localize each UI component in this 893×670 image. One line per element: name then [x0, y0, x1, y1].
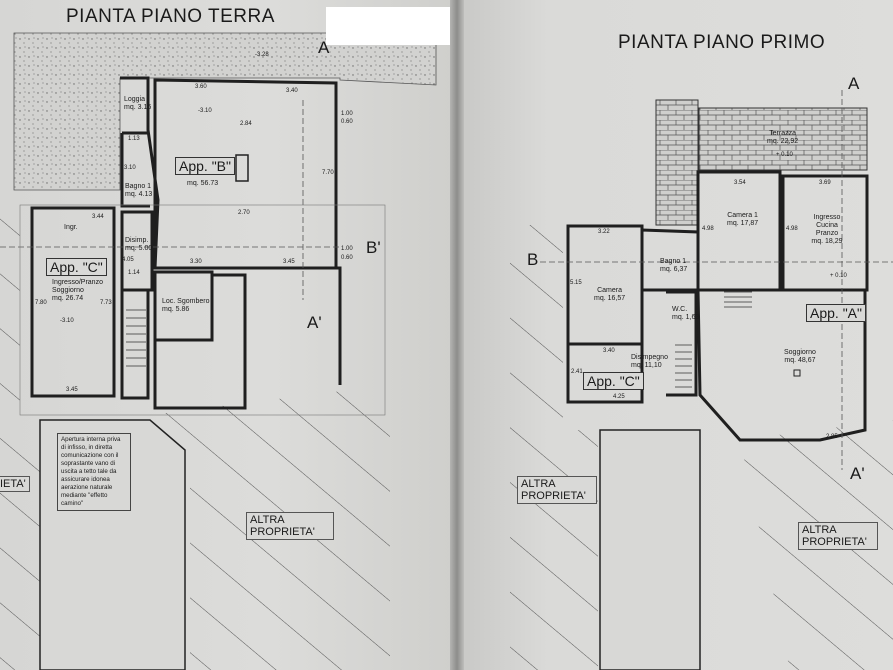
dimension: 7.70	[322, 170, 334, 176]
level-label: -3.28	[255, 52, 269, 58]
level-label: -3.10	[60, 318, 74, 324]
other-property-label: ALTRA PROPRIETA'	[246, 512, 334, 540]
other-property-label-2: ALTRA PROPRIETA'	[798, 522, 878, 550]
dimension: 2.85	[826, 434, 838, 440]
section-mark-a-prime: A'	[850, 464, 865, 483]
section-mark-a: A	[848, 74, 860, 93]
section-mark-b-prime: B'	[366, 238, 381, 257]
redaction-box	[326, 7, 450, 45]
apartment-c-label: App. "C"	[46, 258, 107, 276]
terrace-paving	[698, 107, 868, 171]
apartment-c-label: App. "C"	[583, 372, 644, 390]
section-mark-a: A	[318, 38, 330, 57]
dimension: 7.73	[100, 300, 112, 306]
dimension: 4.05	[122, 257, 134, 263]
level-label: + 0.10	[830, 273, 847, 279]
dimension: 3.45	[66, 387, 78, 393]
section-mark-b: B	[527, 250, 539, 269]
apartment-b-label: App. "B"	[175, 157, 235, 175]
dimension: 4.98	[702, 226, 714, 232]
dimension: 3.44	[92, 214, 104, 220]
dimension: 2.70	[238, 210, 250, 216]
dimension: 1.00	[341, 111, 353, 117]
room-wc: W.C.mq. 1,63	[672, 306, 700, 321]
page-fold	[450, 0, 464, 670]
level-label: -3.10	[198, 108, 212, 114]
dimension: 3.54	[734, 180, 746, 186]
dimension: 3.30	[190, 259, 202, 265]
ventilation-note: Apertura interna priva di infisso, in di…	[57, 433, 131, 511]
other-property-hatch-left	[0, 210, 40, 670]
dimension: 3.60	[195, 84, 207, 90]
apartment-a-label: App. "A"	[806, 304, 866, 322]
dimension: 3.40	[286, 88, 298, 94]
dimension: 1.14	[128, 270, 140, 276]
dimension: 0.60	[341, 119, 353, 125]
dimension: 1.00	[341, 246, 353, 252]
first-floor-title: PIANTA PIANO PRIMO	[618, 32, 826, 53]
other-property-label-1: ALTRA PROPRIETA'	[517, 476, 597, 504]
dimension: 4.25	[613, 394, 625, 400]
dimension: 3.45	[283, 259, 295, 265]
dimension: 2.84	[240, 121, 252, 127]
dimension: 3.22	[598, 229, 610, 235]
ground-floor-title: PIANTA PIANO TERRA	[66, 6, 275, 27]
dimension: 3.10	[124, 165, 136, 171]
dimension: 1.13	[128, 136, 140, 142]
dimension: 7.80	[35, 300, 47, 306]
other-property-label-edge: IETA'	[0, 476, 30, 492]
section-mark-a-prime: A'	[307, 313, 322, 332]
dimension: 3.69	[819, 180, 831, 186]
dimension: 3.40	[603, 348, 615, 354]
room-app-b-area: mq. 56.73	[187, 180, 219, 187]
other-property-hatch-right-1	[510, 225, 598, 670]
entrance-label: Ingr.	[64, 224, 78, 231]
level-label: + 0.10	[776, 152, 793, 158]
dimension: 4.98	[786, 226, 798, 232]
room-disimpegno: Disimp.mq. 5.00	[125, 237, 153, 252]
courtyard-gravel	[13, 32, 437, 191]
dimension: 5.15	[570, 280, 582, 286]
dimension: 2.41	[571, 369, 583, 375]
dimension: 0.60	[341, 255, 353, 261]
